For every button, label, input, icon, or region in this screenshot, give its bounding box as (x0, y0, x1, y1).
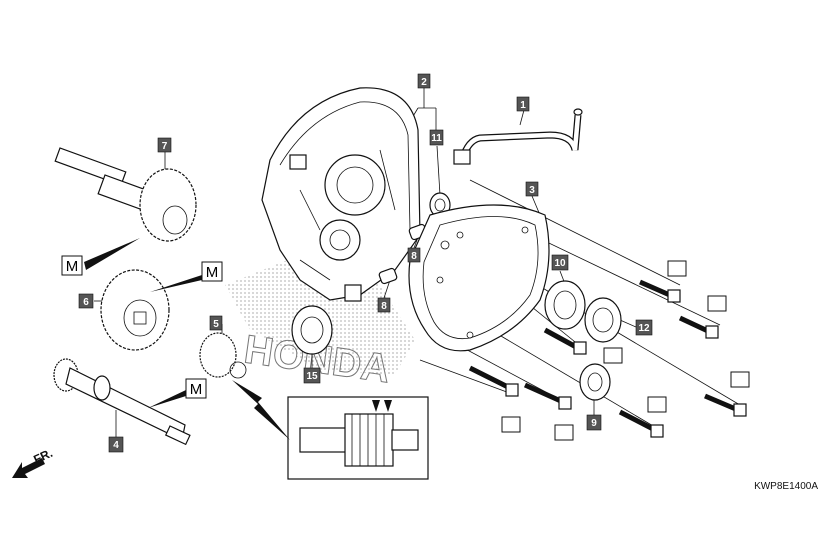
torque-box (603, 347, 623, 364)
callout-7: 7 (157, 137, 172, 153)
detail-inset (287, 396, 429, 480)
callout-5: 5 (209, 315, 223, 331)
arrow-front-icon (12, 458, 45, 478)
svg-text:15: 15 (306, 371, 318, 382)
svg-text:M: M (66, 258, 79, 275)
torque-box (554, 424, 574, 441)
bearing-10 (544, 280, 586, 330)
drive-pinion-5 (199, 332, 247, 379)
bolt (678, 315, 719, 339)
callout-1: 1 (516, 96, 530, 112)
gasket (408, 204, 550, 352)
bolt (468, 365, 519, 397)
svg-text:M: M (206, 264, 219, 281)
torque-box (647, 396, 667, 413)
callout-6: 6 (78, 293, 94, 309)
bolt (704, 393, 747, 417)
breather-tube (453, 108, 583, 165)
torque-box (730, 371, 750, 388)
callout-3: 3 (525, 181, 539, 197)
bolt (543, 327, 587, 355)
bolt (523, 382, 572, 410)
svg-text:10: 10 (554, 258, 566, 269)
svg-text:6: 6 (83, 297, 89, 308)
svg-text:8: 8 (381, 301, 387, 312)
dowel-pin-lower (378, 267, 398, 285)
bolt (638, 279, 681, 303)
final-shaft-gear-7 (54, 147, 197, 242)
callout-15: 15 (303, 367, 321, 384)
svg-text:5: 5 (213, 319, 219, 330)
figure-code: KWP8E1400A (754, 481, 818, 492)
torque-box (707, 295, 727, 312)
svg-text:8: 8 (411, 251, 417, 262)
lube-mark-1: M (61, 238, 140, 276)
svg-text:M: M (190, 381, 203, 398)
callout-12: 12 (635, 319, 653, 336)
oil-seal-12 (584, 297, 622, 343)
callout-10: 10 (551, 254, 569, 271)
svg-text:11: 11 (431, 133, 442, 144)
callout-8-upper: 8 (407, 247, 421, 263)
svg-text:7: 7 (162, 141, 168, 152)
svg-text:2: 2 (421, 77, 427, 88)
front-direction-indicator: FR. (12, 446, 55, 478)
final-gear-6 (100, 269, 170, 351)
torque-boxes (501, 260, 750, 441)
callout-8-lower: 8 (377, 297, 391, 313)
bolt (618, 409, 664, 438)
bearing-9 (579, 363, 611, 401)
countershaft-4 (53, 358, 191, 446)
svg-text:1: 1 (520, 100, 526, 111)
svg-text:4: 4 (113, 440, 119, 451)
svg-text:3: 3 (529, 185, 535, 196)
crankcase-cover (261, 87, 421, 302)
callout-4: 4 (108, 436, 124, 453)
torque-box (667, 260, 687, 277)
callout-11: 11 (429, 129, 444, 146)
callout-9: 9 (586, 414, 602, 431)
arrow-down-icon (372, 400, 380, 412)
callout-2: 2 (417, 73, 431, 89)
lube-mark-2: M (150, 261, 223, 292)
svg-text:9: 9 (591, 418, 597, 429)
svg-text:12: 12 (638, 323, 650, 334)
lube-mark-3: M (148, 378, 207, 408)
detail-pointer (232, 380, 290, 440)
svg-text:FR.: FR. (31, 446, 54, 467)
bearing-15 (291, 305, 333, 355)
arrow-down-icon (384, 400, 392, 412)
bolts (468, 279, 747, 438)
torque-box (501, 416, 521, 433)
